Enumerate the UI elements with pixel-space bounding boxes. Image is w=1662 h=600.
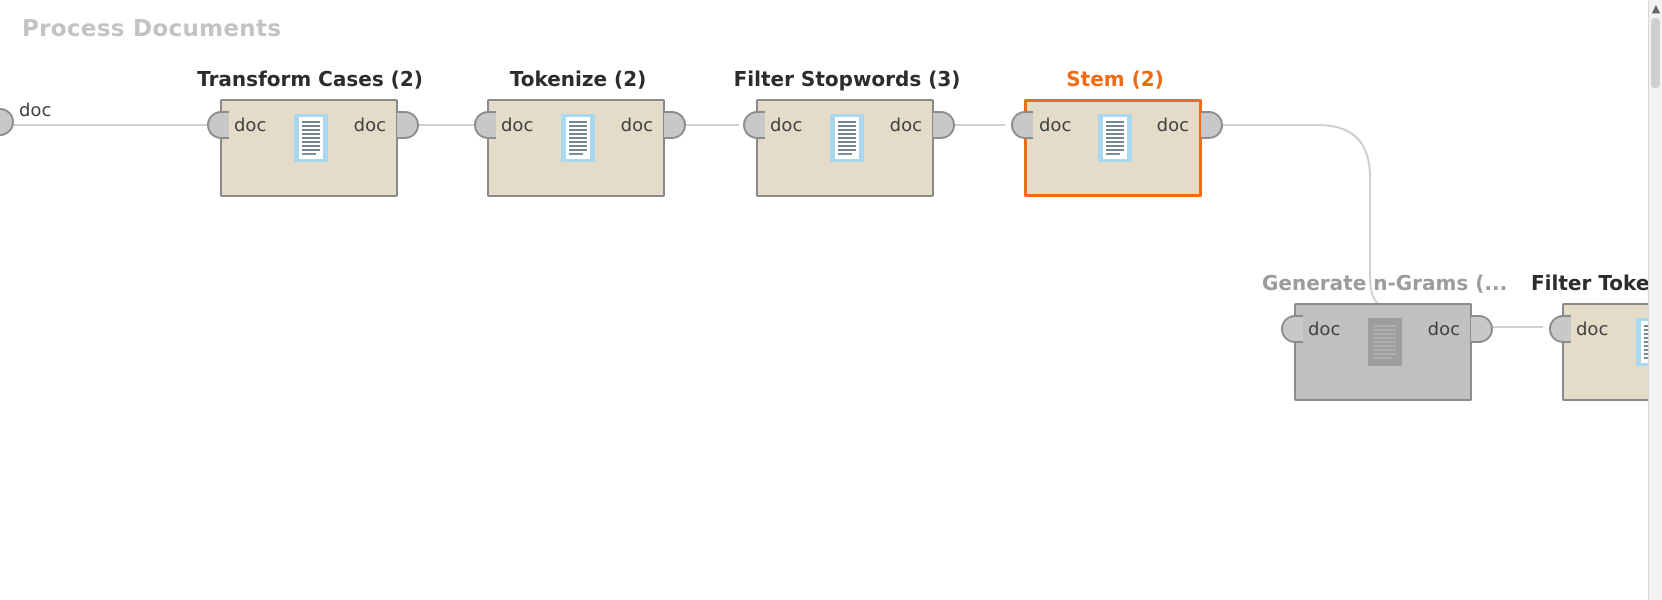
generate-n-grams-input-port[interactable]	[1281, 315, 1303, 343]
input-port-label: doc	[234, 115, 267, 136]
document-icon	[1368, 318, 1402, 366]
transform-cases-input-port[interactable]	[207, 111, 229, 139]
wire-stem-to-generate-n-grams	[1214, 124, 1381, 306]
operator-stem[interactable]: doc doc	[1024, 99, 1202, 197]
operator-tokenize[interactable]: doc doc	[487, 99, 665, 197]
document-icon	[294, 114, 328, 162]
operator-transform-cases[interactable]: doc doc	[220, 99, 398, 197]
output-port-label: doc	[620, 115, 653, 136]
operator-generate-n-grams[interactable]: doc doc	[1294, 303, 1472, 401]
input-port-label: doc	[1308, 319, 1341, 340]
scrollbar-thumb[interactable]	[1651, 18, 1660, 88]
filter-stopwords-title: Filter Stopwords (3)	[733, 67, 961, 91]
output-port-label: doc	[353, 115, 386, 136]
input-port-label: doc	[501, 115, 534, 136]
document-icon	[561, 114, 595, 162]
operator-filter-tokens[interactable]: doc	[1562, 303, 1648, 401]
stem-output-port[interactable]	[1201, 111, 1223, 139]
source-port-label: doc	[19, 100, 52, 121]
input-port-label: doc	[770, 115, 803, 136]
output-port-label: doc	[1156, 115, 1189, 136]
vertical-scrollbar[interactable]: ▲	[1648, 0, 1662, 600]
tokenize-title: Tokenize (2)	[509, 67, 647, 91]
filter-tokens-title: Filter Toke	[1531, 271, 1648, 295]
process-title: Process Documents	[22, 16, 282, 42]
output-port-label: doc	[1427, 319, 1460, 340]
document-icon	[1098, 114, 1132, 162]
input-port-label: doc	[1039, 115, 1072, 136]
filter-stopwords-output-port[interactable]	[933, 111, 955, 139]
input-port-label: doc	[1576, 319, 1609, 340]
stem-input-port[interactable]	[1011, 111, 1033, 139]
document-icon	[1636, 318, 1648, 366]
generate-n-grams-output-port[interactable]	[1471, 315, 1493, 343]
stem-title: Stem (2)	[1066, 67, 1164, 91]
tokenize-output-port[interactable]	[664, 111, 686, 139]
transform-cases-output-port[interactable]	[397, 111, 419, 139]
generate-n-grams-title: Generate n-Grams (...	[1262, 271, 1508, 295]
filter-tokens-input-port[interactable]	[1549, 315, 1571, 343]
operator-filter-stopwords[interactable]: doc doc	[756, 99, 934, 197]
output-port-label: doc	[889, 115, 922, 136]
filter-stopwords-input-port[interactable]	[743, 111, 765, 139]
document-icon	[830, 114, 864, 162]
tokenize-input-port[interactable]	[474, 111, 496, 139]
arrow-up-icon[interactable]: ▲	[1651, 2, 1661, 15]
transform-cases-title: Transform Cases (2)	[197, 67, 423, 91]
